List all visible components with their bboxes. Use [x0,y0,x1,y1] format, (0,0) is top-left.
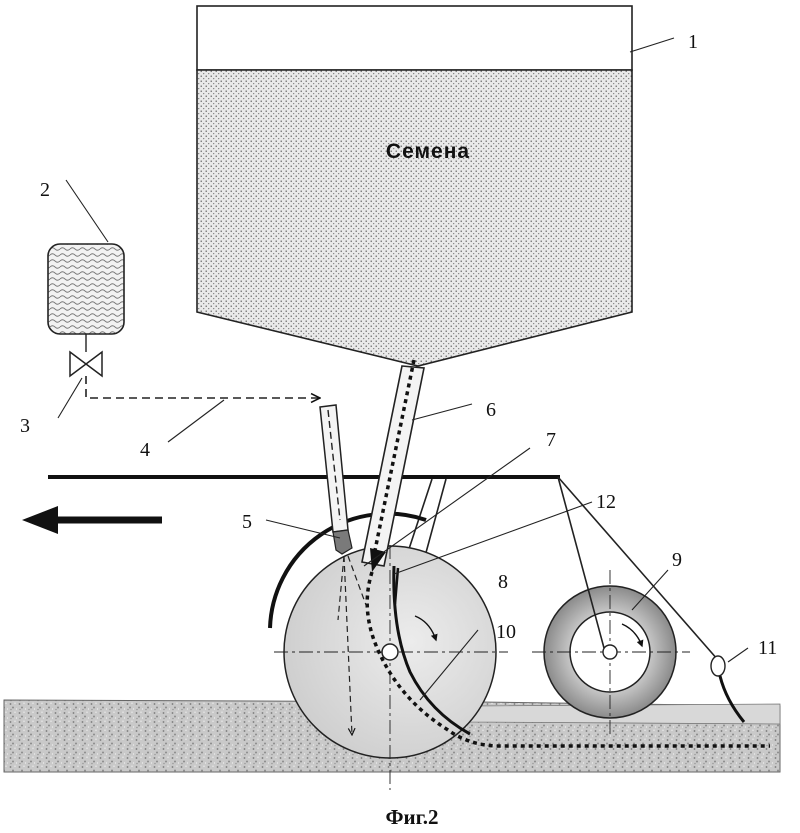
label-3: 3 [20,415,30,437]
linkage [557,476,719,661]
label-11: 11 [758,637,777,659]
press-wheel [532,570,690,734]
figure-caption: Фиг.2 [385,805,438,829]
gas-tank [47,243,125,335]
hopper-contents-label: Семена [386,140,470,163]
valve-icon [69,350,103,378]
harrow-tine [710,655,746,723]
disc-guard [268,511,427,629]
travel-direction-arrow [22,506,162,534]
label-10: 10 [496,621,516,643]
label-6: 6 [486,399,496,421]
label-4: 4 [140,439,150,461]
seeding-disc [274,545,508,790]
seed-hopper: Семена [196,5,633,367]
guide-bar [393,567,400,605]
label-2: 2 [40,179,50,201]
label-8: 8 [498,571,508,593]
label-12: 12 [596,491,616,513]
coulter-shank [407,478,447,561]
gas-tube [319,404,353,555]
gas-jets [337,555,367,735]
label-1: 1 [688,31,698,53]
seed-path [365,571,770,748]
label-9: 9 [672,549,682,571]
seed-tube [361,359,425,572]
supply-line [85,376,320,398]
label-5: 5 [242,511,252,533]
leader-lines [57,37,749,701]
label-7: 7 [546,429,556,451]
